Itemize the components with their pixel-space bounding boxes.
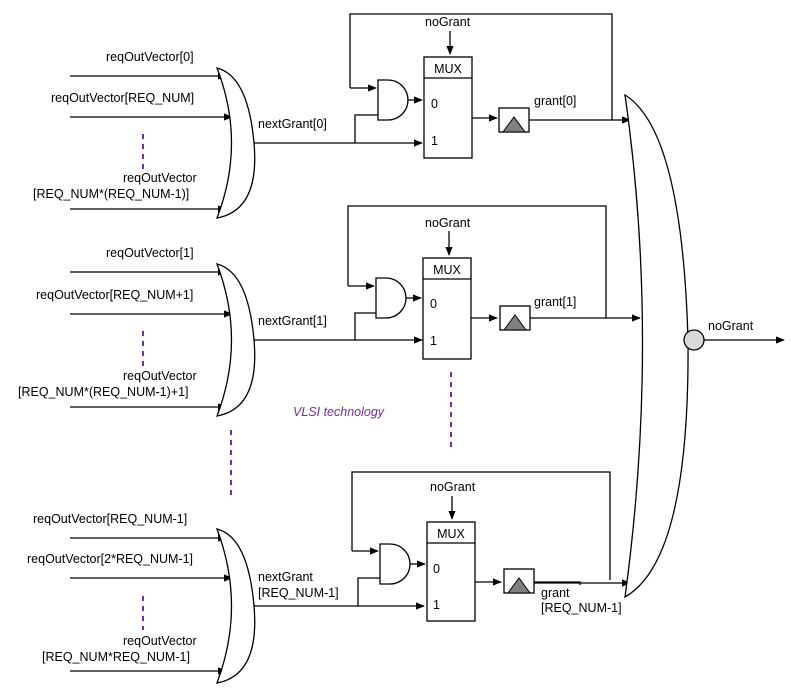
row-2 [70,471,631,684]
labels: reqOutVector[0] reqOutVector[REQ_NUM] re… [18,15,754,664]
input-label-0a: reqOutVector[0] [106,50,194,64]
mux-0 [423,56,473,159]
input-label-1c-2: [REQ_NUM*(REQ_NUM-1)+1] [18,385,189,399]
clock-triangle-1 [503,314,527,331]
row-0 [70,13,631,219]
grant-label-2b: [REQ_NUM-1] [541,601,622,615]
input-label-0c-2: [REQ_NUM*(REQ_NUM-1)] [33,187,189,201]
or-gate-1 [215,263,256,417]
input-label-2b: reqOutVector[2*REQ_NUM-1] [27,552,193,566]
and-gate-2 [379,543,411,585]
big-nor-gate [624,93,785,599]
and-input-wire-0 [354,114,378,143]
nogrant-label-0: noGrant [425,15,471,29]
grant-label-2a: grant [541,586,570,600]
and-gate-0 [377,79,409,121]
mux-port-1-label: 1 [430,334,437,348]
input-label-1b: reqOutVector[REQ_NUM+1] [36,288,193,302]
mux-port-1-label: 1 [433,598,440,612]
input-label-2c-1: reqOutVector [123,634,197,648]
input-label-2c-2: [REQ_NUM*REQ_NUM-1] [42,650,190,664]
row-1 [70,205,641,417]
next-grant-label-1: nextGrant[1] [258,314,327,328]
inverter-bubble [683,329,705,351]
big-or-body [624,93,689,599]
mux-port-1-label: 1 [431,134,438,148]
or-gate-2 [215,528,256,684]
grant-label-1: grant[1] [534,295,576,309]
feedback-loop-1 [347,205,607,318]
mux-title-0: MUX [434,62,462,76]
next-grant-label-2a: nextGrant [258,570,313,584]
mux-port-0-label: 0 [431,97,438,111]
mux-1 [422,257,472,360]
and-input-wire-2 [357,577,380,606]
mux-port-0-label: 0 [430,297,437,311]
feedback-loop-0 [349,13,613,120]
next-grant-label-0: nextGrant[0] [258,117,327,131]
nogrant-output-label: noGrant [708,319,754,333]
next-grant-label-2b: [REQ_NUM-1] [258,586,339,600]
input-label-1a: reqOutVector[1] [106,246,194,260]
input-label-2a: reqOutVector[REQ_NUM-1] [33,512,187,526]
grant-label-0: grant[0] [534,94,576,108]
mux-port-0-label: 0 [433,562,440,576]
grant-wire-2-stub [534,581,581,585]
clock-triangle-2 [507,577,531,594]
nogrant-label-2: noGrant [430,480,476,494]
watermark-text: VLSI technology [293,405,385,419]
or-gate-0 [215,67,256,219]
and-input-wire-1 [354,312,376,340]
clock-triangle-0 [502,116,526,133]
input-label-1c-1: reqOutVector [123,369,197,383]
mux-title-1: MUX [433,263,461,277]
input-label-0c-1: reqOutVector [123,171,197,185]
nogrant-label-1: noGrant [425,216,471,230]
feedback-loop-2 [351,471,611,580]
mux-2 [426,521,476,622]
input-label-0b: reqOutVector[REQ_NUM] [51,91,194,105]
and-gate-1 [375,277,407,319]
mux-title-2: MUX [437,527,465,541]
